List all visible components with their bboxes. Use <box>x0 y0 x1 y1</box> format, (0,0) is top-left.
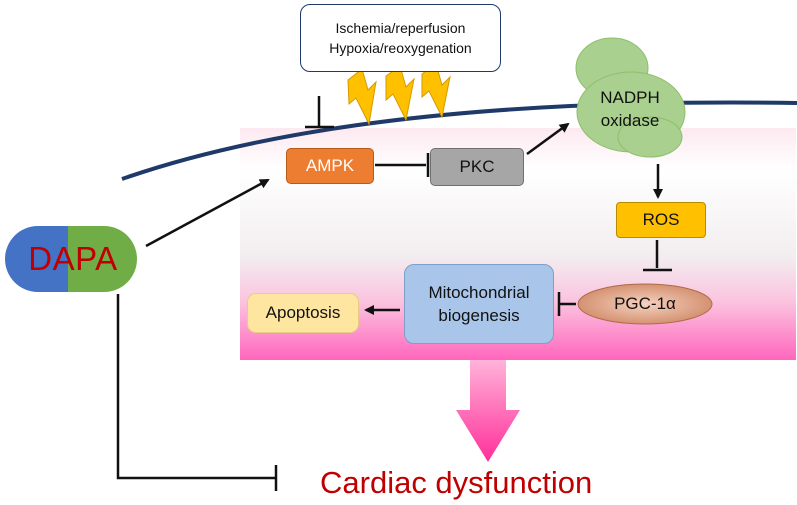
dapa-label-text: DAPA <box>28 240 118 277</box>
arrow-pkc-nadph <box>526 122 570 156</box>
mitochondrial-biogenesis-box: Mitochondrial biogenesis <box>404 264 554 344</box>
dapa-drug-label: DAPA <box>8 228 138 290</box>
nadph-label-line-2: oxidase <box>600 111 660 130</box>
lightning-icon <box>347 63 451 126</box>
pkc-label: PKC <box>459 157 495 176</box>
nadph-label-line-1: NADPH <box>600 88 660 107</box>
ros-box: ROS <box>616 202 706 238</box>
pgc-1a-label: PGC-1α <box>580 284 710 324</box>
ampk-label: AMPK <box>305 156 355 175</box>
mito-label-line-1: Mitochondrial <box>428 283 530 302</box>
inhibit-dapa-cardiac <box>116 294 275 480</box>
stressor-line-1: Ischemia/reperfusion <box>335 20 466 36</box>
apoptosis-label: Apoptosis <box>265 303 341 322</box>
pkc-box: PKC <box>430 148 524 186</box>
nadph-oxidase-label: NADPH oxidase <box>580 84 680 134</box>
cardiac-dysfunction-label: Cardiac dysfunction <box>320 462 640 504</box>
big-down-arrow <box>456 360 520 462</box>
mito-label-line-2: biogenesis <box>438 306 520 325</box>
cardiac-label-text: Cardiac dysfunction <box>320 465 593 500</box>
ampk-box: AMPK <box>286 148 374 184</box>
ros-label: ROS <box>642 210 680 229</box>
nadph-oxidase-shape <box>575 37 686 158</box>
dapa-capsule <box>5 226 137 292</box>
arrow-dapa-ampk <box>145 178 270 248</box>
stressor-box: Ischemia/reperfusion Hypoxia/reoxygenati… <box>300 4 501 72</box>
stressor-line-2: Hypoxia/reoxygenation <box>329 40 472 56</box>
pgc-ellipse <box>577 283 713 325</box>
pgc-label-text: PGC-1α <box>614 294 676 313</box>
apoptosis-box: Apoptosis <box>247 293 359 333</box>
